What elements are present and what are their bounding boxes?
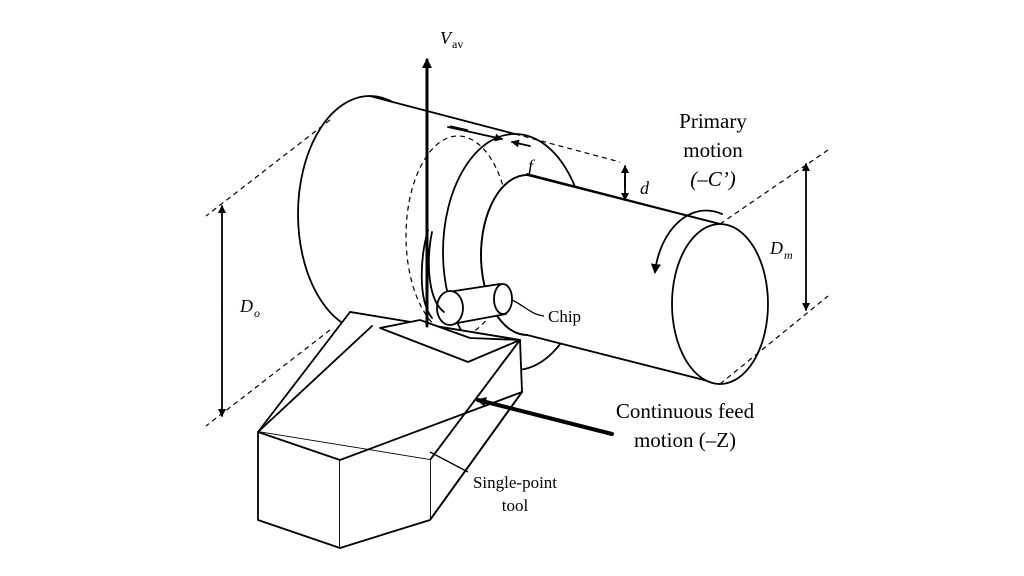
feed-motion-line1: Continuous feed bbox=[616, 399, 755, 423]
single-point-tool bbox=[257, 311, 523, 549]
feed-motion-arrow bbox=[476, 397, 614, 436]
feed-motion-line2: motion (–Z) bbox=[634, 428, 736, 452]
dm-guide-top bbox=[719, 149, 829, 225]
feed-label: f bbox=[528, 156, 536, 176]
rotation-arrow bbox=[650, 209, 723, 274]
tool-leader bbox=[429, 451, 469, 473]
tool-label-line1: Single-point bbox=[473, 473, 557, 492]
workpiece-end-face bbox=[671, 223, 769, 385]
primary-motion-line1: Primary bbox=[679, 109, 747, 133]
do-label: D bbox=[239, 296, 253, 316]
depth-label: d bbox=[640, 178, 650, 198]
tool-cutting-tip bbox=[379, 319, 521, 363]
velocity-label: V bbox=[440, 28, 453, 48]
feed-arrow-right bbox=[447, 126, 503, 142]
dm-label: D bbox=[769, 238, 783, 258]
dm-subscript: m bbox=[784, 248, 793, 262]
feed-tick-a bbox=[449, 125, 469, 131]
feed-arrow-left bbox=[511, 139, 531, 148]
tool-label-line2: tool bbox=[502, 496, 529, 515]
do-subscript: o bbox=[254, 306, 260, 320]
chip-leader bbox=[511, 299, 545, 317]
depth-guide-top bbox=[514, 133, 621, 163]
velocity-subscript: av bbox=[452, 37, 463, 51]
do-guide-bottom bbox=[205, 329, 331, 427]
primary-motion-line2: motion bbox=[683, 138, 743, 162]
do-guide-top bbox=[205, 119, 331, 217]
chip-label: Chip bbox=[548, 307, 581, 326]
primary-motion-line3: (–C’) bbox=[690, 167, 736, 191]
chip bbox=[420, 229, 513, 326]
